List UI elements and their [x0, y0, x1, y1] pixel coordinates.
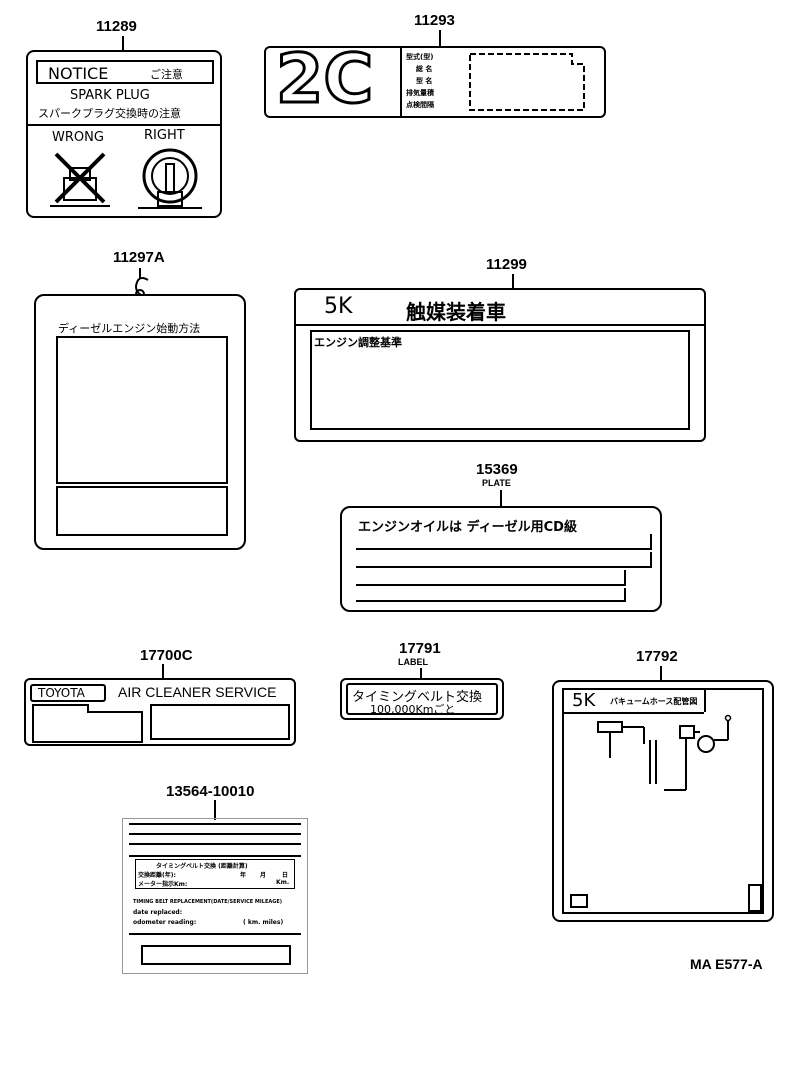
- code-5k-text: 5K: [572, 690, 596, 711]
- label-17700c-air-cleaner: TOYOTA AIR CLEANER SERVICE: [24, 678, 296, 746]
- instruction-area-top: [56, 336, 228, 484]
- divider: [564, 712, 704, 714]
- part-number-17791: 17791: [399, 640, 441, 657]
- record-en-odometer: odometer reading:: [133, 919, 197, 926]
- blank-field: [141, 945, 291, 965]
- record-en-odometer-unit: ( km. miles): [243, 919, 284, 926]
- figure-code: MA E577-A: [690, 956, 763, 972]
- label-11297a-diesel-start: ディーゼルエンジン始動方法: [34, 294, 246, 550]
- diesel-start-title: ディーゼルエンジン始動方法: [58, 322, 201, 335]
- timing-belt-inner-box: タイミングベルト交換 100,000Kmごと: [346, 683, 498, 716]
- part-number-17700c: 17700C: [140, 647, 193, 664]
- divider: [129, 833, 301, 835]
- vacuum-hose-diagram: [597, 714, 732, 791]
- spec-row-3: 型 名: [416, 77, 433, 85]
- label-13564-timing-belt-record: タイミングベルト交換 (距離計算) 交換距離(年): 年 月 日 メーター指示K…: [122, 818, 308, 974]
- leader-line-11299: [512, 274, 514, 288]
- label-type-text: LABEL: [398, 657, 428, 667]
- divider: [28, 124, 220, 126]
- part-number-17792: 17792: [636, 648, 678, 665]
- label-11293-engine-2c: 2C 型式(型) 総 名 型 名 排気量積 点検間隔: [264, 39, 606, 121]
- divider: [129, 933, 301, 935]
- leader-line-17792: [660, 666, 662, 680]
- vacuum-hose-title: バキュームホース配管図: [610, 697, 698, 706]
- right-plug-icon: [138, 148, 202, 209]
- english-record-area: TIMING BELT REPLACEMENT(DATE/SERVICE MIL…: [131, 899, 301, 935]
- timing-belt-record-box: タイミングベルト交換 (距離計算) 交換距離(年): 年 月 日 メーター指示K…: [135, 859, 295, 889]
- record-row1-label: 交換距離(年):: [138, 872, 176, 879]
- record-header: タイミングベルト交換 (距離計算): [156, 863, 248, 870]
- instruction-area-bottom: [56, 486, 228, 536]
- spec-row-1: 型式(型): [406, 53, 434, 61]
- spec-row-2: 総 名: [416, 65, 433, 73]
- stamp-area: [469, 53, 585, 111]
- timing-belt-line1: タイミングベルト交換: [352, 690, 483, 705]
- notice-text: NOTICE: [48, 64, 109, 83]
- blank-line-2: [356, 552, 652, 568]
- label-15369-engine-oil: エンジンオイルは ディーゼル用CD級: [340, 506, 662, 612]
- service-field-right: [150, 704, 290, 740]
- wrong-text: WRONG: [52, 130, 104, 145]
- divider: [704, 690, 706, 712]
- name-fields: [129, 823, 301, 857]
- spec-row-5: 点検間隔: [406, 101, 434, 109]
- leader-line-11289: [122, 36, 124, 50]
- plate-type-text: PLATE: [482, 478, 511, 488]
- blank-line-3: [356, 570, 626, 586]
- vacuum-diagram-frame: 5K バキュームホース配管図: [562, 688, 764, 914]
- leader-line-11293: [439, 30, 441, 46]
- label-17792-vacuum-hose: 5K バキュームホース配管図: [552, 680, 774, 922]
- toyota-logo-box: TOYOTA: [30, 684, 106, 702]
- label-17791-timing-belt: タイミングベルト交換 100,000Kmごと: [340, 678, 504, 720]
- toyota-brand-text: TOYOTA: [38, 686, 85, 700]
- adjustment-subtitle: エンジン調整基準: [314, 336, 402, 349]
- big-2c-text: 2C: [274, 39, 374, 121]
- corner-mark-left: [570, 894, 588, 908]
- record-row1-year: 年: [240, 872, 247, 879]
- leader-line-13564: [214, 800, 216, 820]
- code-5k-text: 5K: [324, 294, 353, 319]
- divider: [400, 48, 402, 116]
- leader-line-17791: [420, 668, 422, 678]
- spec-rows: 型式(型) 総 名 型 名 排気量積 点検間隔: [406, 52, 466, 112]
- leader-line-17700c: [162, 664, 164, 678]
- part-number-11299: 11299: [486, 256, 527, 273]
- adjustment-table: エンジン調整基準: [310, 330, 690, 430]
- record-row2-label: メーター指示Km:: [138, 881, 188, 888]
- leader-line-15369: [500, 490, 502, 506]
- part-number-11293: 11293: [414, 12, 455, 29]
- blank-line-4: [356, 588, 626, 602]
- part-number-11289: 11289: [96, 18, 137, 35]
- corner-mark-right: [748, 884, 762, 912]
- spec-row-4: 排気量積: [406, 89, 434, 97]
- spark-plug-jp-text: スパークプラグ交換時の注意: [38, 107, 181, 120]
- timing-belt-line2: 100,000Kmごと: [370, 703, 456, 716]
- record-row1-day: 日: [282, 872, 289, 879]
- air-cleaner-service-text: AIR CLEANER SERVICE: [118, 684, 277, 700]
- record-en-header: TIMING BELT REPLACEMENT(DATE/SERVICE MIL…: [133, 899, 283, 905]
- right-text: RIGHT: [144, 128, 185, 143]
- record-row1-month: 月: [260, 872, 267, 879]
- notice-header-box: NOTICE ご注意: [36, 60, 214, 84]
- label-11299-catalyst: 5K 触媒装着車 エンジン調整基準: [294, 288, 706, 442]
- spark-plug-text: SPARK PLUG: [70, 88, 150, 103]
- record-en-date: date replaced:: [133, 909, 183, 916]
- notice-jp-text: ご注意: [150, 68, 183, 81]
- record-row2-unit: Km.: [276, 879, 290, 886]
- part-number-11297a: 11297A: [113, 249, 165, 266]
- wrong-plug-icon: [50, 152, 110, 207]
- part-number-13564-10010: 13564-10010: [166, 783, 255, 800]
- service-field-left: [32, 704, 143, 743]
- part-number-15369: 15369: [476, 461, 518, 478]
- label-11289-spark-plug-notice: NOTICE ご注意 SPARK PLUG スパークプラグ交換時の注意 WRON…: [26, 50, 222, 218]
- engine-oil-text: エンジンオイルは ディーゼル用CD級: [358, 520, 577, 535]
- divider: [129, 843, 301, 845]
- catalyst-title: 触媒装着車: [406, 300, 506, 324]
- blank-line-1: [356, 534, 652, 550]
- divider: [296, 324, 704, 326]
